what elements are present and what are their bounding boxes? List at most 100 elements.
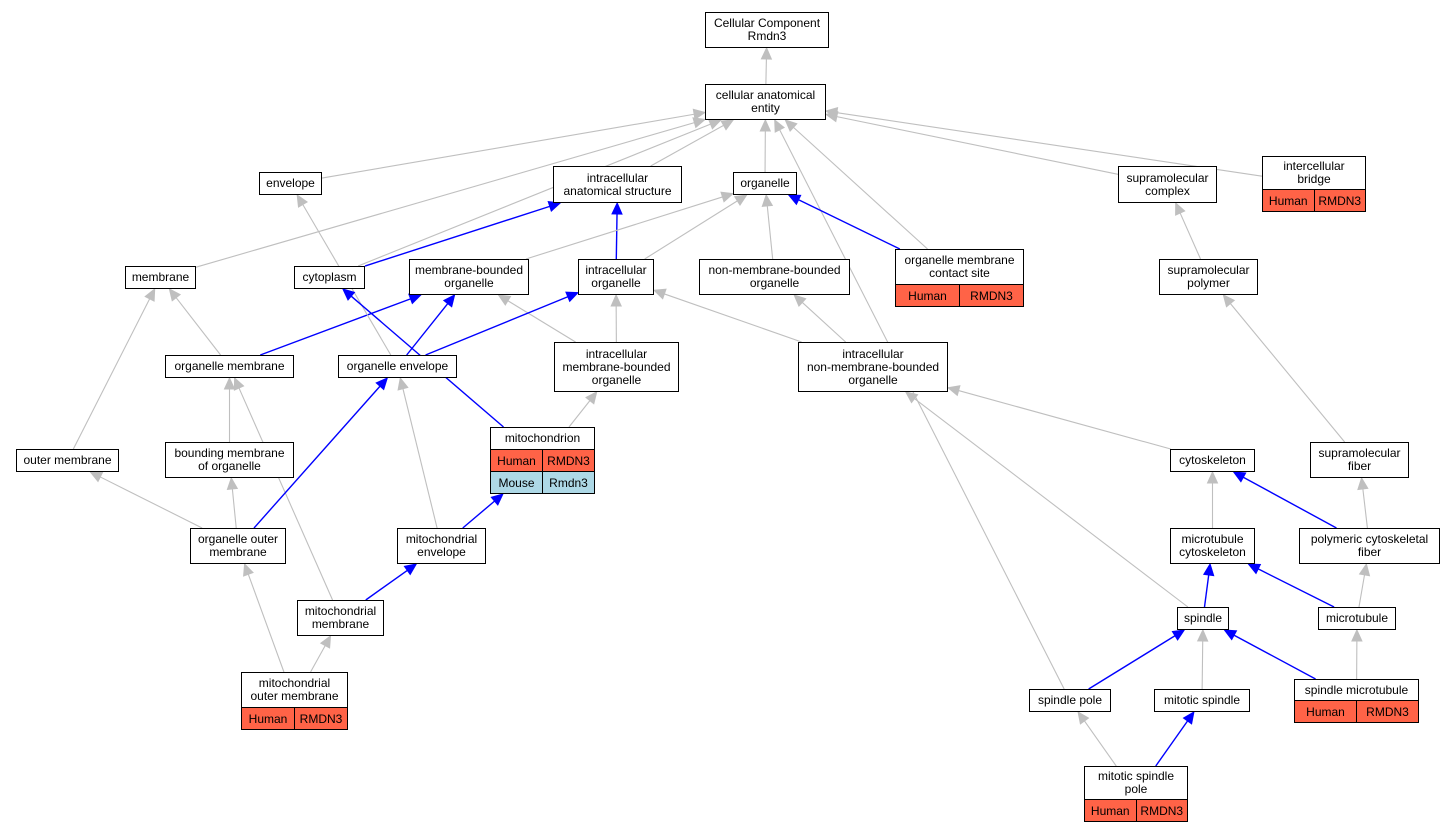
node-label: intracellular membrane-bounded organelle [554, 342, 679, 392]
edge-arrowhead [89, 471, 104, 483]
node-supcomplex[interactable]: supramolecular complex [1118, 166, 1217, 203]
edge-arrowhead [904, 391, 919, 404]
edge-arrowhead [1206, 470, 1219, 484]
node-cae[interactable]: cellular anatomical entity [705, 84, 826, 120]
edge-arrowhead [1223, 629, 1238, 641]
species-cell: Human [241, 707, 295, 730]
node-microtubule[interactable]: microtubule [1318, 607, 1396, 630]
edge-line [507, 300, 576, 343]
edge-microtubule-to-mtcyto [1247, 563, 1335, 608]
node-label: organelle [733, 172, 797, 195]
edge-line [958, 390, 1171, 450]
node-root[interactable]: Cellular Component Rmdn3 [705, 12, 829, 48]
node-label: spindle pole [1029, 689, 1111, 712]
node-supfiber[interactable]: supramolecular fiber [1310, 442, 1409, 478]
node-suppolymer[interactable]: supramolecular polymer [1159, 259, 1258, 295]
edge-arrowhead [784, 119, 798, 133]
node-mitomem[interactable]: mitochondrial membrane [297, 600, 384, 636]
node-label: non-membrane-bounded organelle [699, 259, 850, 295]
edge-arrowhead [793, 294, 807, 308]
node-label: mitochondrial outer membrane [241, 672, 348, 708]
node-spole[interactable]: spindle pole [1029, 689, 1111, 712]
node-label: mitotic spindle [1154, 689, 1250, 712]
species-cell: Human [1294, 700, 1357, 723]
edge-line [615, 213, 618, 260]
node-oom[interactable]: organelle outer membrane [190, 528, 286, 564]
species-cell: Mouse [490, 471, 543, 494]
edge-line [1201, 640, 1204, 690]
node-imbo[interactable]: intracellular membrane-bounded organelle [554, 342, 679, 392]
edge-arrowhead [1202, 562, 1215, 577]
edge-line [766, 205, 774, 260]
edge-arrowhead [1077, 711, 1090, 725]
edge-ias-to-cae [650, 119, 735, 167]
edge-line [1203, 574, 1210, 608]
edge-cae-to-root [760, 46, 773, 85]
edge-organelle-to-cae [759, 118, 772, 173]
node-mtcyto[interactable]: microtubule cytoskeleton [1170, 528, 1255, 564]
edge-mitoom-to-oom [243, 562, 285, 673]
node-mitoenv[interactable]: mitochondrial envelope [397, 528, 486, 564]
node-organelle[interactable]: organelle [733, 172, 797, 195]
edge-io-to-ias [611, 201, 623, 260]
edge-line [364, 205, 550, 267]
edge-arrowhead [1247, 563, 1262, 575]
node-bmo[interactable]: bounding membrane of organelle [165, 442, 294, 478]
edge-arrowhead [610, 293, 622, 307]
edge-mitoom-to-mitomem [310, 634, 332, 673]
node-label: spindle [1177, 607, 1229, 630]
edge-line [765, 58, 767, 85]
edge-bmo-to-orgmem [223, 376, 236, 442]
node-label: bounding membrane of organelle [165, 442, 294, 478]
edge-microtubule-to-pcf [1358, 562, 1371, 608]
edge-line [253, 385, 381, 529]
gene-cell: RMDN3 [1313, 189, 1366, 212]
node-nmbo[interactable]: non-membrane-bounded organelle [699, 259, 850, 295]
edge-arrowhead [403, 563, 418, 576]
gene-cell: RMDN3 [1135, 799, 1188, 822]
node-orgenv[interactable]: organelle envelope [338, 355, 457, 378]
edge-arrowhead [759, 118, 772, 132]
node-outermem[interactable]: outer membrane [16, 449, 119, 472]
edge-arrowhead [787, 194, 802, 206]
node-cytoskel[interactable]: cytoskeleton [1170, 449, 1255, 472]
edge-line [664, 293, 802, 343]
edge-line [1358, 574, 1366, 608]
node-spindle[interactable]: spindle [1177, 607, 1229, 630]
node-ias[interactable]: intracellular anatomical structure [553, 166, 682, 203]
edge-line [100, 476, 203, 529]
node-label: intracellular non-membrane-bounded organ… [798, 342, 948, 392]
edge-arrowhead [497, 294, 512, 306]
node-mbo[interactable]: membrane-bounded organelle [409, 259, 529, 295]
node-inmbo[interactable]: intracellular non-membrane-bounded organ… [798, 342, 948, 392]
node-label: microtubule [1318, 607, 1396, 630]
edge-line [260, 298, 411, 356]
node-envelope[interactable]: envelope [259, 172, 322, 195]
edge-oom-to-outermem [89, 471, 203, 529]
node-orgmem[interactable]: organelle membrane [165, 355, 294, 378]
node-label: Cellular Component Rmdn3 [705, 12, 829, 48]
node-io[interactable]: intracellular organelle [578, 259, 654, 295]
node-mspindle[interactable]: mitotic spindle [1154, 689, 1250, 712]
node-membrane[interactable]: membrane [125, 266, 196, 289]
node-label: spindle microtubule [1294, 679, 1419, 701]
edge-arrowhead [652, 288, 667, 300]
edge-arrowhead [1182, 711, 1195, 725]
node-pcf[interactable]: polymeric cytoskeletal fiber [1299, 528, 1440, 564]
edge-io-to-organelle [644, 194, 748, 260]
edge-arrowhead [585, 391, 598, 405]
edge-spole-to-cae [774, 118, 1065, 690]
node-label: membrane-bounded organelle [409, 259, 529, 295]
edge-msp-to-spole [1077, 711, 1117, 767]
node-cytoplasm[interactable]: cytoplasm [294, 266, 365, 289]
